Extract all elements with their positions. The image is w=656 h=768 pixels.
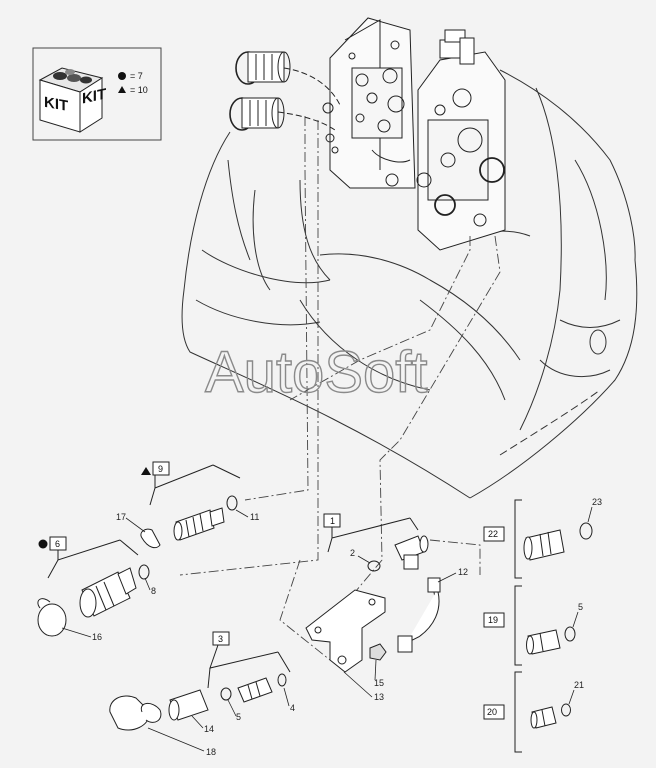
callout-8: 8 bbox=[151, 586, 156, 596]
callout-5: 5 bbox=[236, 712, 241, 722]
legend-circle-text: = 7 bbox=[130, 71, 143, 81]
kit-19-group: 19 5 bbox=[483, 585, 583, 666]
kit-6-group: 6 bbox=[38, 536, 139, 579]
mounting-bracket bbox=[305, 589, 387, 673]
top-coupler-lower bbox=[229, 97, 285, 131]
valve-block-assembly bbox=[229, 17, 506, 251]
top-coupler-upper bbox=[235, 51, 291, 85]
kit-label-3: 3 bbox=[218, 634, 223, 644]
callout-5-right: 5 bbox=[578, 602, 583, 612]
legend-triangle-text: = 10 bbox=[130, 85, 148, 95]
coupler-kit-3-parts bbox=[109, 673, 287, 731]
kit-3-group: 3 bbox=[207, 631, 291, 689]
kit-label-9: 9 bbox=[158, 464, 163, 474]
callout-11: 11 bbox=[250, 512, 259, 522]
callout-14: 14 bbox=[204, 724, 214, 734]
tractor-body bbox=[181, 69, 638, 499]
callout-13: 13 bbox=[374, 692, 384, 702]
adapter-22-part bbox=[523, 522, 593, 561]
circle-symbol-icon bbox=[38, 539, 48, 549]
circle-symbol-icon bbox=[118, 72, 126, 80]
kit-1-group: 1 bbox=[323, 513, 419, 553]
triangle-symbol-icon bbox=[141, 467, 151, 475]
callout-17: 17 bbox=[116, 512, 126, 522]
watermark-text: AutoSoft bbox=[205, 340, 427, 405]
callout-2: 2 bbox=[350, 548, 355, 558]
adapter-20-part bbox=[530, 703, 571, 729]
kit-box-icon: KIT KIT bbox=[38, 67, 107, 133]
kit-label-20: 20 bbox=[487, 707, 497, 717]
adapter-19-part bbox=[526, 626, 576, 655]
kit-label-left: KIT bbox=[44, 94, 69, 115]
kit-20-group: 20 21 bbox=[483, 671, 584, 753]
callout-4: 4 bbox=[290, 703, 295, 713]
triangle-symbol-icon bbox=[118, 86, 126, 93]
kit-label-6: 6 bbox=[55, 539, 60, 549]
callout-16: 16 bbox=[92, 632, 102, 642]
kit-22-group: 22 23 bbox=[483, 497, 602, 579]
coupler-kit-9-parts bbox=[140, 495, 238, 549]
kit-label-1: 1 bbox=[330, 516, 335, 526]
coupler-kit-6-parts bbox=[37, 564, 150, 637]
callout-23: 23 bbox=[592, 497, 602, 507]
callout-21: 21 bbox=[574, 680, 584, 690]
callout-18: 18 bbox=[206, 747, 216, 757]
kit-legend: KIT KIT = 7 = 10 bbox=[32, 47, 162, 141]
kit-9-group: 9 bbox=[141, 461, 241, 506]
kit-label-right: KIT bbox=[82, 85, 107, 107]
kit-label-22: 22 bbox=[488, 529, 498, 539]
kit-label-19: 19 bbox=[488, 615, 498, 625]
elbow-fitting-parts bbox=[367, 535, 441, 653]
callout-12: 12 bbox=[458, 567, 468, 577]
leader-lines bbox=[179, 116, 501, 661]
callout-15: 15 bbox=[374, 678, 384, 688]
